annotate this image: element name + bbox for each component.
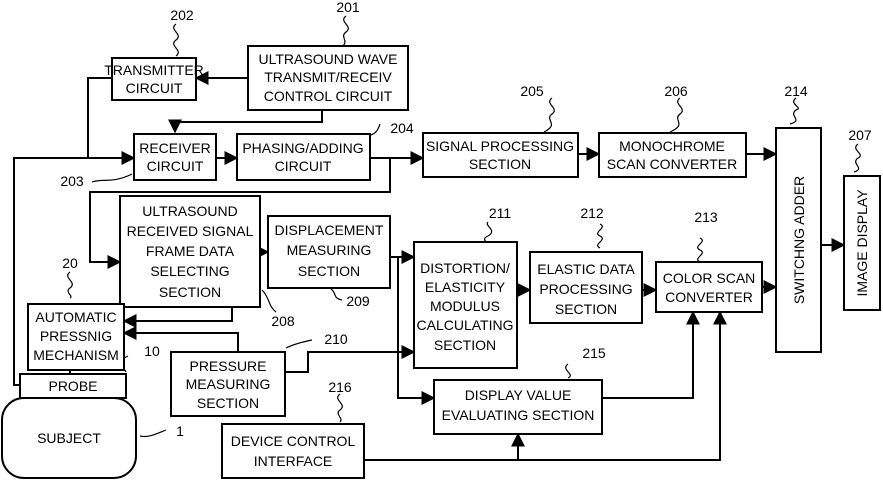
svg-text:FRAME DATA: FRAME DATA: [146, 243, 235, 259]
block-207-image-display: IMAGE DISPLAY: [844, 176, 880, 310]
block-206-monochrome-scan-converter: MONOCHROME SCAN CONVERTER: [599, 133, 746, 177]
svg-text:CONTROL CIRCUIT: CONTROL CIRCUIT: [264, 88, 393, 104]
svg-text:CIRCUIT: CIRCUIT: [126, 80, 183, 96]
block-214-switching-adder: SWITCHNG ADDER: [776, 128, 821, 352]
svg-text:ELASTICITY: ELASTICITY: [425, 279, 506, 295]
svg-text:EVALUATING SECTION: EVALUATING SECTION: [442, 407, 595, 423]
ref-216: 216: [328, 379, 352, 395]
svg-text:MONOCHROME: MONOCHROME: [619, 138, 725, 154]
svg-text:INTERFACE: INTERFACE: [254, 453, 333, 469]
block-213-color-scan-converter: COLOR SCAN CONVERTER: [656, 262, 762, 312]
ref-213: 213: [694, 209, 718, 225]
ref-20: 20: [62, 255, 78, 271]
svg-text:TRANSMIT/RECEIV: TRANSMIT/RECEIV: [264, 69, 392, 85]
svg-text:PHASING/ADDING: PHASING/ADDING: [242, 140, 363, 156]
svg-text:SECTION: SECTION: [555, 301, 617, 317]
ref-201: 201: [336, 0, 360, 15]
ref-205: 205: [520, 83, 544, 99]
svg-text:IMAGE DISPLAY: IMAGE DISPLAY: [854, 189, 870, 297]
block-209-displacement-measuring: DISPLACEMENT MEASURING SECTION: [268, 216, 390, 288]
block-201-control-circuit: ULTRASOUND WAVE TRANSMIT/RECEIV CONTROL …: [248, 46, 408, 110]
svg-text:CONVERTER: CONVERTER: [665, 289, 753, 305]
svg-text:DISPLACEMENT: DISPLACEMENT: [275, 222, 384, 238]
svg-text:ELASTIC DATA: ELASTIC DATA: [537, 261, 635, 277]
ref-1: 1: [176, 423, 184, 439]
ref-203: 203: [60, 173, 84, 189]
svg-text:DISTORTION/: DISTORTION/: [420, 260, 510, 276]
svg-text:TRANSMITTER: TRANSMITTER: [104, 62, 204, 78]
svg-text:SCAN CONVERTER: SCAN CONVERTER: [607, 156, 737, 172]
ref-207: 207: [848, 127, 872, 143]
svg-text:RECEIVER: RECEIVER: [139, 140, 211, 156]
svg-text:PROCESSING: PROCESSING: [539, 281, 632, 297]
ref-10: 10: [144, 343, 160, 359]
ref-204: 204: [390, 120, 414, 136]
svg-text:CIRCUIT: CIRCUIT: [147, 158, 204, 174]
ref-208: 208: [271, 313, 295, 329]
svg-text:MODULUS: MODULUS: [430, 298, 500, 314]
block-10-probe: PROBE: [20, 374, 126, 398]
ref-215: 215: [582, 345, 606, 361]
svg-text:CIRCUIT: CIRCUIT: [275, 158, 332, 174]
svg-text:RECEIVED SIGNAL: RECEIVED SIGNAL: [127, 223, 254, 239]
svg-text:SELECTING: SELECTING: [150, 263, 229, 279]
svg-text:MEASURING: MEASURING: [287, 242, 372, 258]
block-202-transmitter: TRANSMITTER CIRCUIT: [104, 58, 204, 100]
block-20-automatic-pressing: AUTOMATIC PRESSNIG MECHANISM: [28, 304, 124, 370]
svg-text:SECTION: SECTION: [298, 263, 360, 279]
block-211-distortion-elasticity: DISTORTION/ ELASTICITY MODULUS CALCULATI…: [414, 242, 517, 368]
svg-text:PRESSURE: PRESSURE: [189, 358, 266, 374]
svg-text:DEVICE CONTROL: DEVICE CONTROL: [231, 433, 356, 449]
svg-text:ULTRASOUND WAVE: ULTRASOUND WAVE: [259, 51, 398, 67]
svg-text:AUTOMATIC: AUTOMATIC: [35, 309, 116, 325]
svg-text:PRESSNIG: PRESSNIG: [40, 328, 112, 344]
svg-text:SUBJECT: SUBJECT: [37, 430, 101, 446]
svg-text:SECTION: SECTION: [159, 284, 221, 300]
block-205-signal-processing: SIGNAL PROCESSING SECTION: [423, 133, 578, 177]
svg-text:SECTION: SECTION: [469, 156, 531, 172]
svg-text:PROBE: PROBE: [48, 378, 97, 394]
ref-210: 210: [324, 331, 348, 347]
block-203-receiver: RECEIVER CIRCUIT: [134, 134, 216, 180]
svg-text:COLOR SCAN: COLOR SCAN: [663, 270, 756, 286]
block-204-phasing-adding: PHASING/ADDING CIRCUIT: [237, 134, 370, 180]
block-210-pressure-measuring: PRESSURE MEASURING SECTION: [171, 352, 285, 416]
svg-text:SIGNAL PROCESSING: SIGNAL PROCESSING: [426, 138, 574, 154]
svg-text:SECTION: SECTION: [197, 395, 259, 411]
svg-text:ULTRASOUND: ULTRASOUND: [142, 203, 237, 219]
svg-text:DISPLAY VALUE: DISPLAY VALUE: [465, 387, 572, 403]
svg-text:MEASURING: MEASURING: [186, 376, 271, 392]
block-216-device-control-interface: DEVICE CONTROL INTERFACE: [222, 424, 364, 478]
svg-text:SECTION: SECTION: [434, 337, 496, 353]
svg-text:SWITCHNG ADDER: SWITCHNG ADDER: [791, 176, 807, 304]
block-208-frame-data-selecting: ULTRASOUND RECEIVED SIGNAL FRAME DATA SE…: [120, 196, 260, 307]
block-212-elastic-data-processing: ELASTIC DATA PROCESSING SECTION: [530, 252, 642, 323]
ref-214: 214: [784, 83, 808, 99]
ref-211: 211: [489, 205, 512, 221]
block-1-subject: SUBJECT: [2, 398, 136, 478]
ref-212: 212: [580, 205, 604, 221]
svg-text:MECHANISM: MECHANISM: [33, 347, 119, 363]
ref-209: 209: [346, 293, 370, 309]
svg-text:CALCULATING: CALCULATING: [417, 317, 514, 333]
ref-202: 202: [170, 7, 194, 23]
block-215-display-value-evaluating: DISPLAY VALUE EVALUATING SECTION: [434, 380, 602, 434]
ref-206: 206: [664, 83, 688, 99]
